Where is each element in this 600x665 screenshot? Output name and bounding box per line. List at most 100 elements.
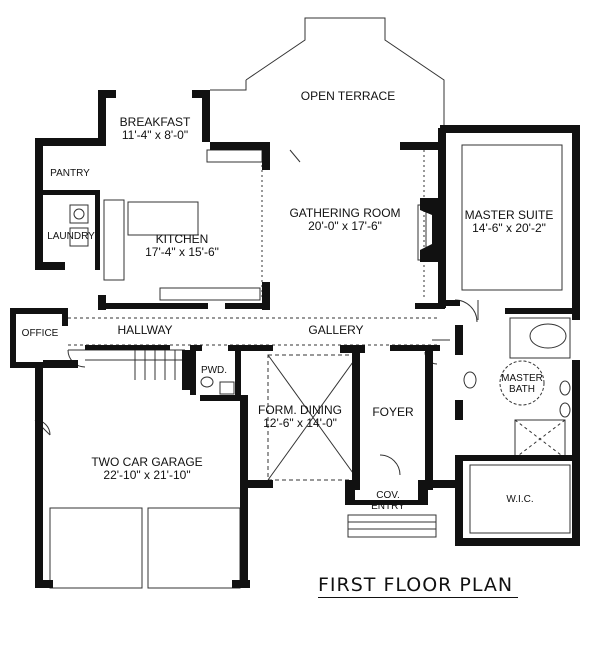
- master-bath-name: MASTER: [501, 373, 543, 384]
- wall-master-right: [572, 125, 580, 300]
- gathering-room-label: GATHERING ROOM 20'-0" x 17'-6": [289, 207, 400, 233]
- wall-garage-right: [240, 395, 248, 588]
- wall-entry-right: [418, 480, 460, 488]
- wall-office-right: [62, 308, 68, 326]
- wall-breakfast-top-left: [98, 90, 116, 98]
- wall-garage-left: [35, 368, 43, 588]
- wall-office-left: [10, 308, 16, 368]
- foyer-label: FOYER: [372, 406, 413, 419]
- wall-dining-right: [352, 350, 360, 490]
- wall-breakfast-top-right: [192, 90, 210, 98]
- office-label: OFFICE: [22, 328, 59, 339]
- wall-foyer-top: [390, 345, 440, 351]
- wall-stair-right: [182, 350, 190, 390]
- gallery-name: GALLERY: [308, 323, 364, 337]
- wall-entry-bottom: [345, 500, 428, 505]
- cov-entry-step-lines: [348, 521, 436, 530]
- stairs: [85, 349, 185, 380]
- wall-dining-bottom-left: [248, 480, 273, 488]
- wall-dining-top-right: [340, 345, 365, 353]
- wall-gathering-left-top: [262, 142, 270, 170]
- thin-outlines: [34, 17, 571, 589]
- wall-hall-bottom: [85, 345, 170, 350]
- wall-pwd-right: [235, 345, 241, 395]
- plan-title: FIRST FLOOR PLAN: [318, 574, 514, 596]
- wic-label: W.I.C.: [506, 494, 533, 505]
- form-dining-label: FORM. DINING 12'-6" x 14'-0": [258, 404, 342, 430]
- laundry-label: LAUNDRY: [47, 231, 95, 242]
- breakfast-name: BREAKFAST: [119, 115, 191, 129]
- door-swings: [34, 149, 479, 476]
- wall-entry-left: [345, 480, 360, 488]
- wall-breakfast-left: [98, 90, 106, 142]
- wall-entry-col-right: [418, 488, 428, 500]
- hallway-label: HALLWAY: [117, 324, 172, 337]
- wall-entry-col-left: [345, 488, 355, 500]
- wall-office-top: [10, 308, 65, 314]
- breakfast-label: BREAKFAST 11'-4" x 8'-0": [120, 116, 191, 142]
- wall-master-bottom-left: [440, 300, 460, 306]
- wall-laundry-right: [95, 190, 100, 270]
- bath-sink: [559, 380, 571, 396]
- master-suite-dims: 14'-6" x 20'-2": [472, 221, 546, 235]
- cov-entry-steps: [347, 514, 437, 538]
- wall-pantry-bottom: [35, 190, 100, 195]
- foyer-name: FOYER: [372, 405, 414, 419]
- pwd-sink: [219, 381, 235, 395]
- master-bath-tub-surround: [509, 317, 571, 359]
- plan-title-underline: [318, 597, 518, 598]
- wall-pwd-top: [190, 345, 202, 351]
- pwd-toilet: [200, 376, 214, 388]
- wall-pantry-left: [35, 138, 43, 268]
- master-suite-name: MASTER SUITE: [464, 208, 554, 222]
- wall-wic-top: [455, 455, 580, 461]
- breakfast-dims: 11'-4" x 8'-0": [121, 128, 189, 142]
- wall-pwd-top-right: [228, 345, 273, 351]
- wall-gathering-top-right: [400, 142, 445, 150]
- gathering-room-dims: 20'-0" x 17'-6": [308, 219, 382, 233]
- cov-entry-label: COV. ENTRY: [371, 490, 405, 512]
- form-dining-name: FORM. DINING: [258, 403, 342, 417]
- terrace-edge: [210, 80, 247, 91]
- wall-kitchen-bottom-left: [98, 295, 106, 310]
- hallway-name: HALLWAY: [117, 323, 173, 337]
- wall-garage-bottom-left: [35, 580, 53, 588]
- wall-gathering-top: [210, 142, 270, 150]
- wall-wic-right: [572, 455, 580, 546]
- dining-diag: [267, 354, 359, 481]
- kitchen-name: KITCHEN: [155, 232, 209, 246]
- form-dining-dims: 12'-6" x 14'-0": [263, 416, 337, 430]
- open-terrace-label: OPEN TERRACE: [301, 90, 395, 103]
- master-suite-label: MASTER SUITE 14'-6" x 20'-2": [465, 209, 554, 235]
- wall-breakfast-right: [202, 90, 210, 142]
- master-bath-circle: [499, 360, 545, 406]
- wall-kitchen-bottom-right: [225, 303, 265, 309]
- dryer: [69, 227, 89, 247]
- garage-door-left: [49, 507, 143, 589]
- bath-sink-2: [559, 402, 571, 418]
- wall-wic-left: [455, 455, 463, 545]
- pantry-label: PANTRY: [50, 168, 90, 179]
- garage-label: TWO CAR GARAGE 22'-10" x 21'-10": [91, 456, 202, 482]
- wall-bath-left: [455, 325, 463, 355]
- wall-gathering-bottom-right: [415, 303, 445, 309]
- washer: [69, 204, 89, 224]
- wall-bath-mid: [455, 400, 463, 420]
- powder-label: PWD.: [201, 365, 227, 376]
- gathering-room-name: GATHERING ROOM: [289, 206, 401, 220]
- bath-toilet: [463, 371, 477, 389]
- bath-tub: [529, 323, 567, 349]
- kitchen-counter-top: [206, 149, 263, 163]
- gallery-label: GALLERY: [308, 324, 363, 337]
- wall-bath-right: [572, 360, 580, 460]
- wall-office-bottom: [10, 362, 65, 368]
- wall-foyer-right: [425, 345, 433, 490]
- wall-garage-top: [43, 360, 78, 368]
- wall-left-corner: [35, 262, 65, 270]
- shower-diag: [514, 419, 566, 459]
- wall-gathering-left-bottom: [262, 282, 270, 310]
- fireplace: [420, 198, 446, 262]
- wic-name: W.I.C.: [506, 494, 534, 505]
- office-name: OFFICE: [21, 328, 59, 339]
